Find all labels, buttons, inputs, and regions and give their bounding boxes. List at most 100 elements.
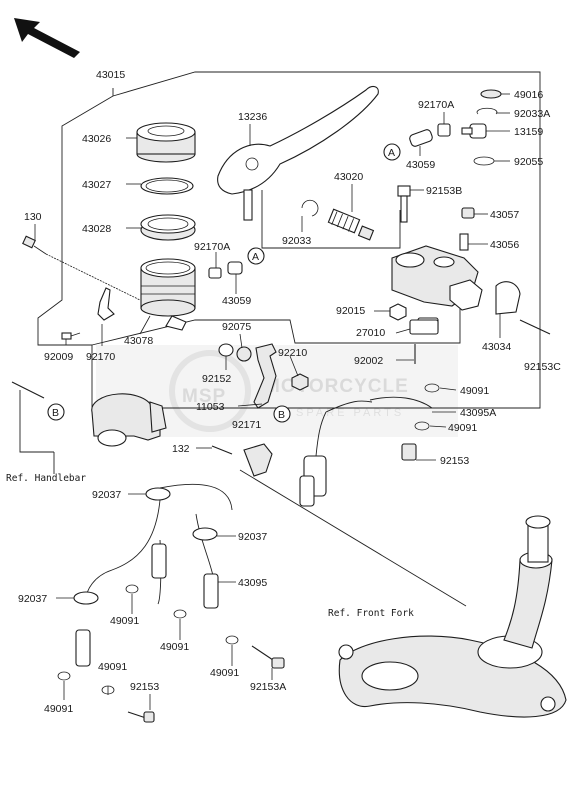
- reservoir-body: [140, 258, 196, 331]
- label-49091-g: 49091: [44, 703, 73, 715]
- label-49091-b: 49091: [448, 422, 477, 434]
- label-130: 130: [24, 211, 42, 223]
- svg-text:B: B: [278, 409, 285, 421]
- label-43020: 43020: [334, 171, 363, 183]
- label-43015: 43015: [96, 69, 125, 81]
- label-49091-e: 49091: [210, 667, 239, 679]
- label-43034: 43034: [482, 341, 511, 353]
- label-43059-right: 43059: [406, 159, 435, 171]
- marker-b-2: B: [47, 403, 65, 421]
- fitting-13159: [461, 123, 487, 139]
- ref-handlebar-bracket: [19, 390, 54, 453]
- nut-92210: [291, 373, 309, 391]
- hose-left: [227, 261, 243, 275]
- snap-ring-92033a: [476, 107, 498, 115]
- watermark-brand: MOTORCYCLE: [264, 376, 409, 397]
- hose-right-43059: [409, 129, 433, 147]
- clamp-92171: [243, 443, 273, 477]
- label-92037-a: 92037: [92, 489, 121, 501]
- banjo-bolt-92153-right: [401, 421, 430, 461]
- bolt-130: [22, 235, 47, 255]
- hose-clamp-right: [437, 123, 451, 137]
- label-92002: 92002: [354, 355, 383, 367]
- bleeder-cap-43057: [461, 207, 475, 219]
- bolt-92009: [61, 332, 81, 340]
- label-49016: 49016: [514, 89, 543, 101]
- label-11053: 11053: [196, 401, 225, 413]
- svg-text:B: B: [52, 407, 59, 419]
- label-92210: 92210: [278, 347, 307, 359]
- label-43057: 43057: [490, 209, 519, 221]
- label-92171: 92171: [232, 419, 261, 431]
- leader-130: [45, 253, 141, 301]
- front-direction-arrow: [14, 18, 80, 58]
- banjo-bolt-92153-lower: [127, 711, 155, 723]
- marker-a-1: A: [247, 247, 265, 265]
- label-92037-c: 92037: [18, 593, 47, 605]
- o-ring-92055: [473, 156, 495, 166]
- piston-group-outline: [261, 190, 401, 249]
- washer-49091-right: [424, 383, 440, 393]
- leader-lines: [34, 93, 510, 710]
- diaphragm-plate: [140, 177, 194, 195]
- label-13236: 13236: [238, 111, 267, 123]
- bleeder-valve-43056: [459, 233, 469, 251]
- hose-43095: [75, 475, 315, 667]
- assembly-outline: [37, 71, 541, 409]
- label-43028: 43028: [82, 223, 111, 235]
- label-43056: 43056: [490, 239, 519, 251]
- label-92015: 92015: [336, 305, 365, 317]
- bolt-92153b: [397, 185, 411, 223]
- reservoir-bracket: [97, 287, 115, 321]
- hose-clamps-92037: [73, 487, 218, 605]
- svg-text:A: A: [388, 147, 395, 159]
- label-132: 132: [172, 443, 190, 455]
- piston-kit: [327, 208, 375, 241]
- label-92033: 92033: [282, 235, 311, 247]
- ref-front-fork-label: Ref. Front Fork: [328, 608, 414, 619]
- label-49091-d: 49091: [160, 641, 189, 653]
- cap-49016: [480, 89, 502, 99]
- label-92153a: 92153A: [250, 681, 286, 693]
- label-92075: 92075: [222, 321, 251, 333]
- brake-lever: [217, 85, 379, 221]
- label-92153-lower: 92153: [130, 681, 159, 693]
- label-92009: 92009: [44, 351, 73, 363]
- banjo-bolt-92153a: [251, 645, 285, 669]
- label-92170: 92170: [86, 351, 115, 363]
- label-92153c: 92153C: [524, 361, 561, 373]
- label-43095a: 43095A: [460, 407, 496, 419]
- marker-a-2: A: [383, 143, 401, 161]
- handlebar-clamp: [91, 393, 167, 447]
- bolt-handlebar: [11, 381, 45, 399]
- label-43027: 43027: [82, 179, 111, 191]
- label-13159: 13159: [514, 126, 543, 138]
- label-43095: 43095: [238, 577, 267, 589]
- master-cylinder-body: [391, 245, 483, 333]
- reservoir-cap: [136, 122, 196, 163]
- label-92033a: 92033A: [514, 108, 550, 120]
- bolt-92153c: [519, 319, 551, 335]
- label-92170a-left: 92170A: [194, 241, 230, 253]
- ref-handlebar-label: Ref. Handlebar: [6, 473, 86, 484]
- label-43078: 43078: [124, 335, 153, 347]
- switch-27010: [409, 319, 439, 335]
- label-43026: 43026: [82, 133, 111, 145]
- watermark-logo: MSP: [182, 386, 226, 407]
- washer-92152: [218, 343, 234, 357]
- grommet-92075: [236, 346, 252, 362]
- label-92055: 92055: [514, 156, 543, 168]
- label-49091-c: 49091: [110, 615, 139, 627]
- label-49091-a: 49091: [460, 385, 489, 397]
- label-49091-f: 49091: [98, 661, 127, 673]
- diaphragm: [140, 214, 196, 241]
- bracket-11053: [253, 343, 277, 409]
- nut-92015: [389, 303, 407, 321]
- bolt-132: [211, 445, 233, 455]
- label-92170a-right: 92170A: [418, 99, 454, 111]
- label-92037-b: 92037: [238, 531, 267, 543]
- svg-text:A: A: [252, 251, 259, 263]
- label-92152: 92152: [202, 373, 231, 385]
- marker-b-1: B: [273, 405, 291, 423]
